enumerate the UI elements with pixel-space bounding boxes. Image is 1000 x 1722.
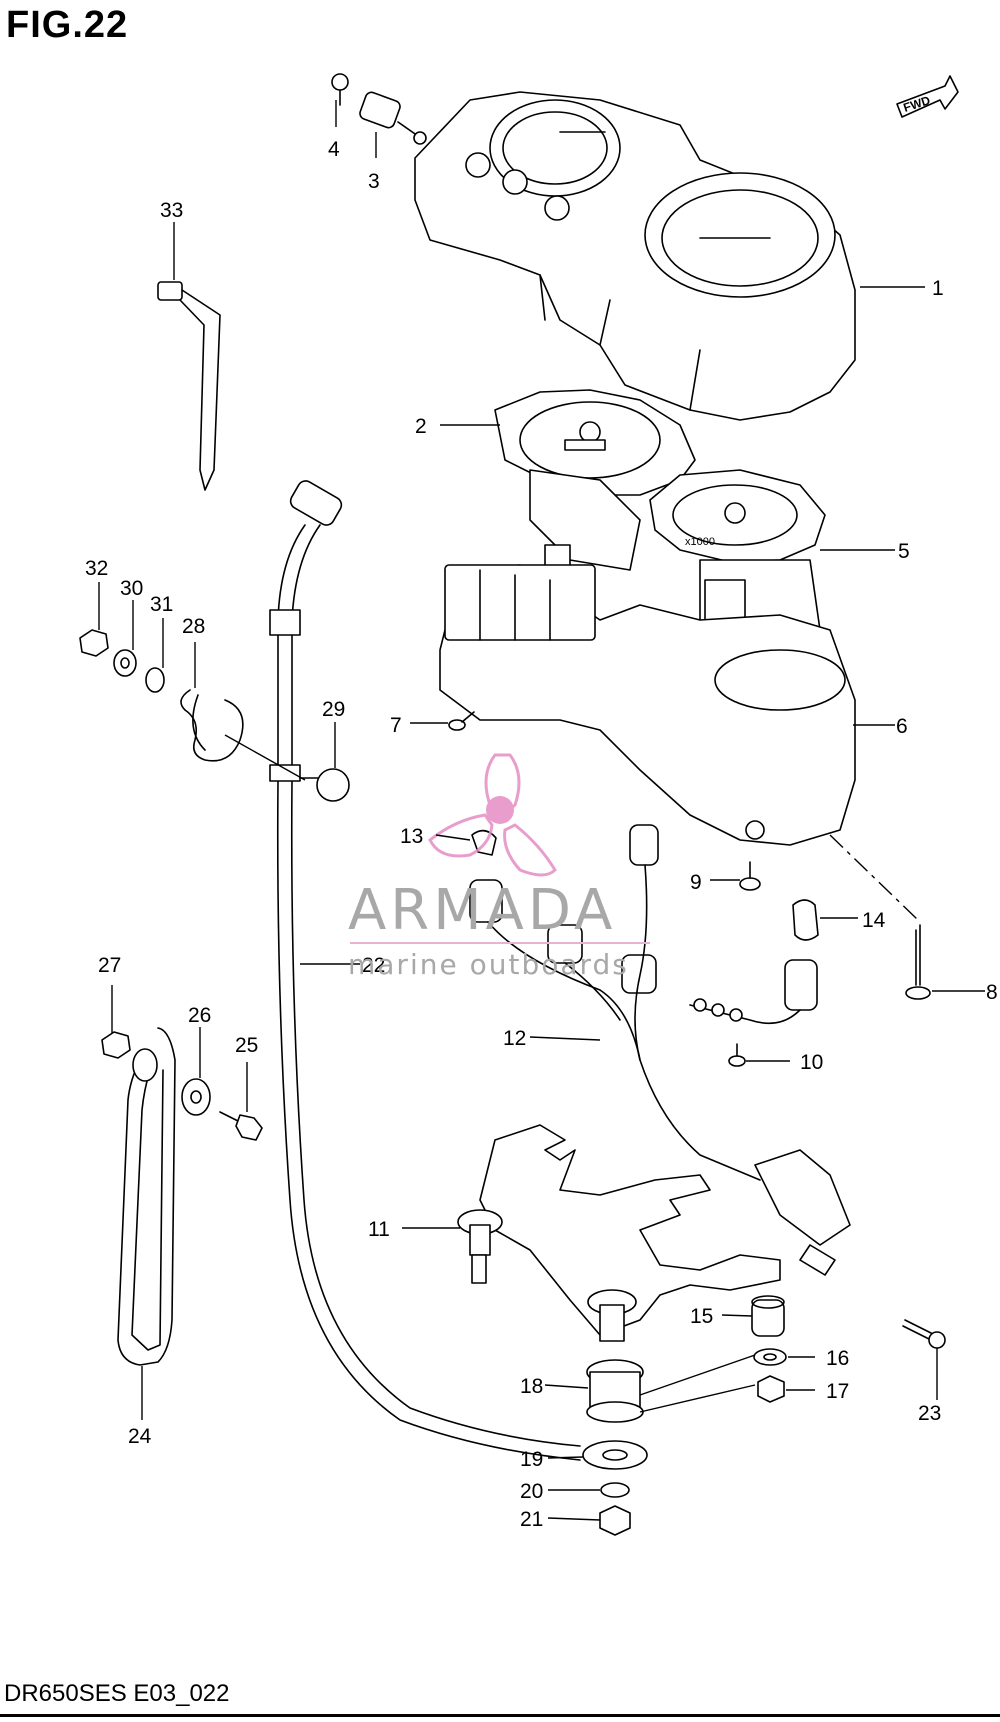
callout-33: 33 xyxy=(160,199,183,222)
strap-24 xyxy=(117,1027,176,1366)
wiring-harness xyxy=(469,824,851,1276)
screw-7 xyxy=(448,711,475,731)
callout-6: 6 xyxy=(896,715,908,738)
grommet-15 xyxy=(751,1295,785,1337)
nut-17 xyxy=(757,1375,785,1403)
callout-31: 31 xyxy=(150,593,173,616)
callout-12: 12 xyxy=(503,1027,526,1050)
callout-26: 26 xyxy=(188,1004,211,1027)
screw-23 xyxy=(902,1319,946,1349)
callout-30: 30 xyxy=(120,577,143,600)
callout-18: 18 xyxy=(520,1375,543,1398)
callout-20: 20 xyxy=(520,1480,543,1503)
nut-32 xyxy=(79,629,109,657)
bolt-29 xyxy=(299,768,350,802)
washer-16 xyxy=(753,1348,787,1366)
grommet-18 xyxy=(586,1359,644,1423)
washer-20 xyxy=(600,1482,630,1498)
watermark-brand: ARMADA xyxy=(348,878,617,943)
callout-27: 27 xyxy=(98,954,121,977)
bottom-divider xyxy=(0,1714,1000,1717)
callout-5: 5 xyxy=(898,540,910,563)
callout-23: 23 xyxy=(918,1402,941,1425)
watermark-tagline: marine outboards xyxy=(348,948,629,981)
callout-numbers: 1 2 3 4 5 6 7 8 9 10 11 12 13 14 15 16 1… xyxy=(85,138,998,1531)
callout-32: 32 xyxy=(85,557,108,580)
callout-15: 15 xyxy=(690,1305,713,1328)
nut-27 xyxy=(101,1031,131,1059)
washer-30 xyxy=(113,649,137,677)
meter-case xyxy=(439,564,856,846)
callout-24: 24 xyxy=(128,1425,152,1448)
callout-8: 8 xyxy=(986,981,998,1004)
callout-11: 11 xyxy=(368,1218,390,1241)
callout-7: 7 xyxy=(390,714,402,737)
indicator-bulb xyxy=(792,899,819,941)
screw-top xyxy=(331,73,349,106)
callout-1: 1 xyxy=(932,277,944,300)
callout-13: 13 xyxy=(400,825,423,848)
callout-17: 17 xyxy=(826,1380,849,1403)
callout-19: 19 xyxy=(520,1448,543,1471)
cable-tie xyxy=(157,281,221,491)
diagram-code: DR650SES E03_022 xyxy=(4,1680,230,1707)
callout-14: 14 xyxy=(862,909,886,932)
callout-2: 2 xyxy=(415,415,427,438)
screw-10 xyxy=(728,1043,746,1067)
washer-26 xyxy=(181,1078,211,1116)
callout-21: 21 xyxy=(520,1508,543,1531)
spring-clip-28 xyxy=(180,689,244,762)
svg-text:x1000: x1000 xyxy=(685,536,715,548)
speedometer-unit xyxy=(494,389,696,586)
callout-16: 16 xyxy=(826,1347,849,1370)
washer-31 xyxy=(145,667,165,693)
callout-29: 29 xyxy=(322,698,345,721)
fwd-arrow-icon: FWD xyxy=(896,75,959,118)
speedometer-cable xyxy=(269,480,581,1461)
long-bolt xyxy=(829,834,931,1000)
bolt-25 xyxy=(219,1111,263,1141)
meter-bracket xyxy=(457,1124,781,1342)
fwd-badge-text: FWD xyxy=(902,93,933,115)
screw-9 xyxy=(739,861,761,891)
washer-19 xyxy=(582,1440,648,1470)
callout-28: 28 xyxy=(182,615,205,638)
meter-case-cover xyxy=(414,91,856,421)
callout-25: 25 xyxy=(235,1034,258,1057)
drive-gear xyxy=(359,91,427,145)
callout-4: 4 xyxy=(328,138,340,161)
callout-3: 3 xyxy=(368,170,380,193)
leader-lines xyxy=(98,100,985,1521)
nut-21 xyxy=(599,1505,631,1536)
callout-10: 10 xyxy=(800,1051,823,1074)
callout-9: 9 xyxy=(690,871,702,894)
figure-title: FIG.22 xyxy=(6,4,129,46)
watermark-divider xyxy=(350,942,650,944)
callout-22: 22 xyxy=(362,954,385,977)
watermark-propeller-icon xyxy=(428,753,557,877)
